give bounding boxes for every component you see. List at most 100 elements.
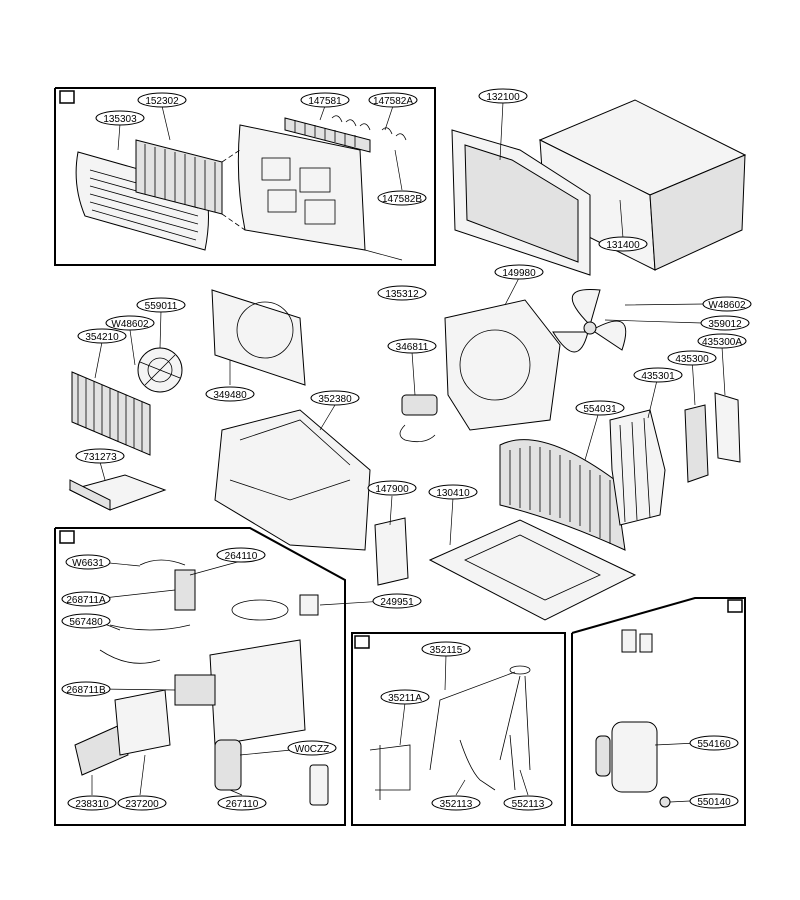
callout-w0czz: W0CZZ	[287, 740, 337, 756]
svg-text:264110: 264110	[225, 551, 258, 562]
svg-text:131400: 131400	[606, 240, 640, 251]
svg-text:W48602: W48602	[111, 319, 149, 330]
section-marker-c	[354, 635, 370, 649]
callout-w6631: W6631	[65, 554, 111, 570]
tubing-352113	[459, 739, 496, 791]
callout-237200: 237200	[117, 795, 167, 811]
louver-147581	[284, 117, 371, 153]
callout-435301: 435301	[633, 367, 683, 383]
callout-147582B: 147582B	[377, 190, 427, 206]
callout-554031: 554031	[575, 400, 625, 416]
svg-text:249951: 249951	[380, 597, 414, 608]
control-board-264110	[174, 569, 196, 611]
front-panel-frame-135312	[237, 124, 366, 251]
compressor-554160	[595, 629, 658, 793]
thermistor-267110	[309, 764, 329, 806]
svg-text:554031: 554031	[583, 404, 617, 415]
callout-554160: 554160	[689, 735, 739, 751]
callout-152302: 152302	[137, 92, 187, 108]
callout-435300A: 435300A	[697, 333, 747, 349]
svg-text:132100: 132100	[486, 92, 520, 103]
svg-text:349480: 349480	[213, 390, 247, 401]
base-chassis-352380	[214, 409, 371, 551]
svg-text:552113: 552113	[512, 799, 545, 810]
section-frame-bottom-left	[54, 527, 346, 826]
callout-147900: 147900	[367, 480, 417, 496]
louver-435300	[684, 404, 709, 483]
callout-550140: 550140	[689, 793, 739, 809]
section-frame-bottom-right	[571, 597, 746, 826]
svg-text:352115: 352115	[430, 645, 463, 656]
svg-text:435301: 435301	[641, 371, 675, 382]
capacitor-w0czz	[214, 739, 242, 791]
leader-lines	[91, 101, 726, 803]
condenser-coil-354210	[71, 371, 151, 456]
svg-text:435300A: 435300A	[702, 337, 742, 348]
callout-349480: 349480	[205, 386, 255, 402]
svg-text:147900: 147900	[375, 484, 409, 495]
callout-352380: 352380	[310, 390, 360, 406]
svg-text:352380: 352380	[318, 394, 352, 405]
fan-propeller-359012	[552, 288, 627, 353]
callout-149980: 149980	[494, 264, 544, 280]
callout-731273: 731273	[75, 448, 125, 464]
tubing-35211A	[369, 744, 411, 800]
svg-text:152302: 152302	[145, 96, 179, 107]
svg-text:W6631: W6631	[72, 558, 104, 569]
callout-552113: 552113	[503, 795, 553, 811]
mount-550140	[659, 796, 671, 808]
callout-559011: 559011	[136, 297, 186, 313]
svg-text:359012: 359012	[708, 319, 742, 330]
grille-435301	[609, 409, 666, 526]
callout-132100: 132100	[478, 88, 528, 104]
svg-text:W0CZZ: W0CZZ	[295, 744, 329, 755]
svg-text:237200: 237200	[125, 799, 159, 810]
callout-131400: 131400	[598, 236, 648, 252]
callout-135312: 135312	[377, 285, 427, 301]
svg-text:W48602: W48602	[708, 300, 746, 311]
callout-268711A: 268711A	[61, 591, 111, 607]
svg-text:354210: 354210	[85, 332, 119, 343]
callout-135303: 135303	[95, 110, 145, 126]
section-marker-d	[727, 599, 743, 613]
fan-blower-559011	[137, 347, 183, 393]
svg-text:559011: 559011	[145, 301, 178, 312]
control-panel-237200	[114, 689, 171, 756]
svg-text:147582A: 147582A	[373, 96, 413, 107]
svg-text:238310: 238310	[75, 799, 109, 810]
svg-text:352113: 352113	[440, 799, 473, 810]
tubing-552113	[509, 734, 516, 791]
callout-264110: 264110	[216, 547, 266, 563]
svg-text:567480: 567480	[69, 617, 103, 628]
callout-labels: 152302 147581 147582A 135303 147582B 135…	[61, 88, 752, 811]
svg-text:346811: 346811	[396, 342, 429, 353]
wire-w6631	[139, 559, 186, 566]
motor-346811	[399, 394, 438, 443]
gasket-frame-132100	[451, 129, 591, 276]
harness-567480	[99, 624, 191, 664]
callout-w48602-right: W48602	[702, 296, 752, 312]
svg-text:554160: 554160	[697, 739, 731, 750]
svg-text:35211A: 35211A	[388, 693, 422, 704]
callout-567480: 567480	[61, 613, 111, 629]
svg-text:267110: 267110	[226, 799, 259, 810]
callout-354210: 354210	[77, 328, 127, 344]
svg-text:149980: 149980	[502, 268, 536, 279]
callout-359012: 359012	[700, 315, 750, 331]
section-frame-top-left	[54, 87, 436, 266]
svg-text:268711A: 268711A	[66, 595, 106, 606]
callout-147582A: 147582A	[368, 92, 418, 108]
section-marker-b	[59, 530, 75, 544]
filter-pad-731273	[68, 474, 167, 511]
callout-249951: 249951	[372, 593, 422, 609]
callout-238310: 238310	[67, 795, 117, 811]
svg-text:135303: 135303	[103, 114, 137, 125]
fan-housing-349480	[211, 289, 306, 386]
svg-text:147582B: 147582B	[382, 194, 422, 205]
section-marker-a	[59, 90, 75, 104]
callout-35211A: 35211A	[380, 689, 430, 705]
callout-267110: 267110	[217, 795, 267, 811]
callout-147581: 147581	[300, 92, 350, 108]
remote-238310	[74, 724, 129, 776]
louver-clips-147582	[331, 115, 407, 141]
